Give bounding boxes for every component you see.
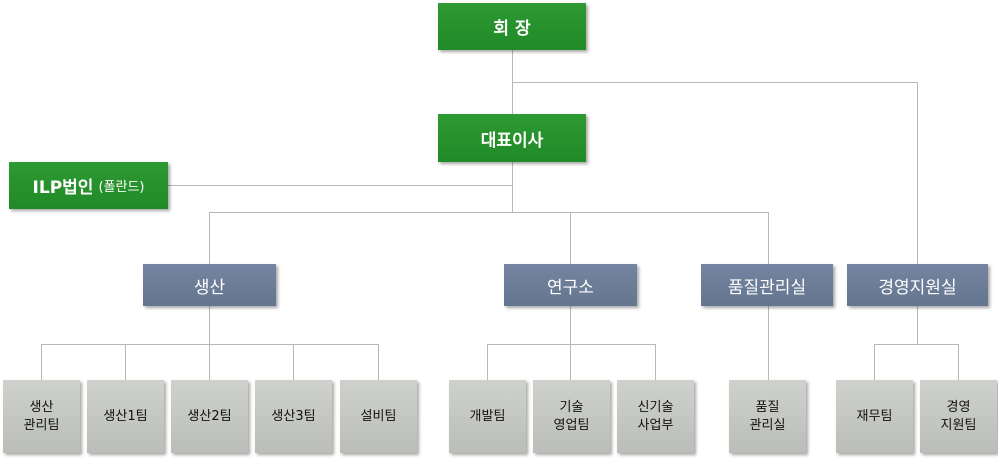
team-production-3: 생산3팀 [255, 380, 332, 453]
team-production-management: 생산 관리팀 [3, 380, 80, 453]
ceo-box: 대표이사 [438, 114, 586, 162]
ceo-label: 대표이사 [480, 130, 544, 151]
ilp-subsidiary-box: ILP법인 (폴란드) [9, 162, 168, 209]
division-management-box: 경영지원실 [847, 264, 988, 306]
team-production-1: 생산1팀 [87, 380, 164, 453]
team-label: 개발팀 [469, 408, 506, 424]
division-production-label: 생산 [193, 277, 226, 298]
division-quality-box: 품질관리실 [701, 264, 833, 306]
team-production-2: 생산2팀 [171, 380, 248, 453]
team-label: 생산 관리팀 [23, 399, 60, 433]
team-label: 기술 영업팀 [553, 399, 590, 433]
team-quality-management: 품질 관리실 [729, 380, 806, 453]
team-development: 개발팀 [449, 380, 526, 453]
team-finance: 재무팀 [836, 380, 913, 453]
team-facilities: 설비팀 [340, 380, 417, 453]
team-label: 생산3팀 [271, 408, 316, 424]
chairman-label: 회 장 [493, 19, 531, 39]
division-production-box: 생산 [143, 264, 276, 306]
team-tech-sales: 기술 영업팀 [533, 380, 610, 453]
team-label: 경영 지원팀 [940, 399, 977, 433]
team-label: 생산2팀 [187, 408, 232, 424]
team-label: 품질 관리실 [749, 399, 786, 433]
chairman-box: 회 장 [438, 3, 586, 50]
division-management-label: 경영지원실 [878, 277, 957, 298]
team-label: 생산1팀 [103, 408, 148, 424]
division-research-box: 연구소 [504, 264, 637, 306]
ilp-name: ILP법인 [32, 178, 94, 198]
team-new-tech-business: 신기술 사업부 [617, 380, 694, 453]
division-quality-label: 품질관리실 [727, 277, 807, 298]
team-management-support: 경영 지원팀 [920, 380, 997, 453]
team-label: 설비팀 [360, 408, 397, 424]
team-label: 재무팀 [856, 408, 893, 424]
team-label: 신기술 사업부 [637, 399, 674, 433]
division-research-label: 연구소 [547, 277, 594, 298]
ilp-location: (폴란드) [98, 180, 145, 195]
